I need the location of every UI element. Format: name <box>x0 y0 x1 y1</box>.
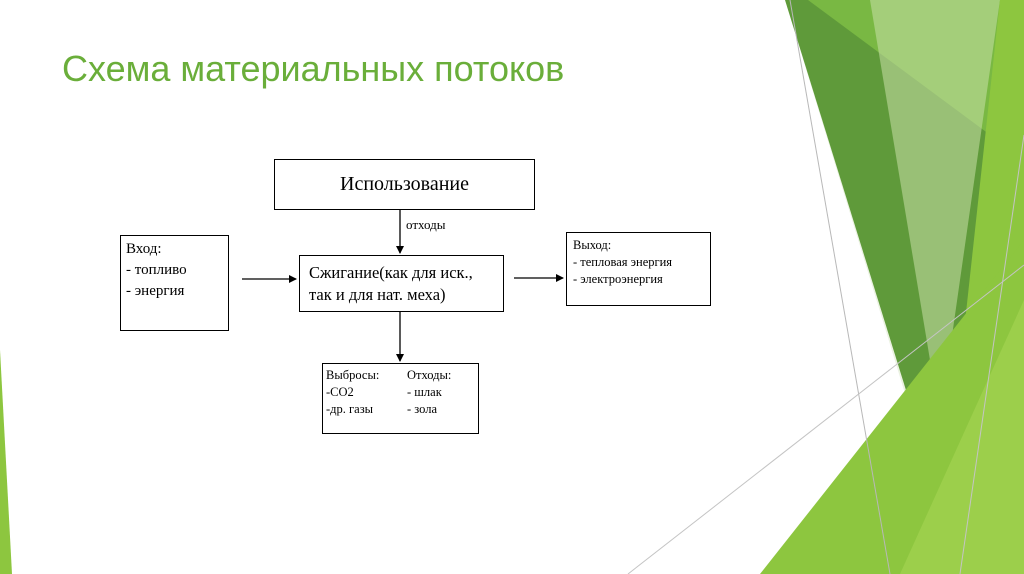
deco-light-sliver <box>870 0 1000 420</box>
output-item-electricity: - электроэнергия <box>573 272 663 286</box>
deco-left-sliver <box>0 350 12 574</box>
output-header: Выход: <box>573 238 612 252</box>
emissions-waste-node: Выбросы: -CO2 -др. газы Отходы: - шлак -… <box>322 363 479 434</box>
emissions-item-co2: -CO2 <box>326 385 354 399</box>
emissions-item-gases: -др. газы <box>326 402 374 416</box>
combustion-node: Сжигание(как для иск., так и для нат. ме… <box>299 255 504 312</box>
waste-header: Отходы: <box>407 368 452 382</box>
usage-node: Использование <box>274 159 535 210</box>
deco-line <box>627 264 1024 574</box>
waste-edge-label: отходы <box>406 217 446 232</box>
page-title: Схема материальных потоков <box>62 48 565 89</box>
input-node: Вход: - топливо - энергия <box>120 235 229 331</box>
output-node: Выход: - тепловая энергия - электроэнерг… <box>566 232 711 306</box>
deco-bottom-right-triangle <box>900 300 1024 574</box>
combustion-line-2: так и для нат. меха) <box>309 285 446 304</box>
input-item-fuel: - топливо <box>126 262 187 278</box>
deco-line <box>959 134 1024 574</box>
emissions-header: Выбросы: <box>326 368 380 382</box>
output-item-heat: - тепловая энергия <box>573 255 673 269</box>
input-header: Вход: <box>126 241 162 257</box>
usage-label: Использование <box>340 173 469 195</box>
input-item-energy: - энергия <box>126 283 185 299</box>
deco-line <box>789 0 891 574</box>
waste-column: Отходы: - шлак - зола <box>407 367 451 418</box>
combustion-line-1: Сжигание(как для иск., <box>309 263 473 282</box>
emissions-column: Выбросы: -CO2 -др. газы <box>326 367 379 418</box>
waste-item-slag: - шлак <box>407 385 442 399</box>
waste-item-ash: - зола <box>407 402 438 416</box>
